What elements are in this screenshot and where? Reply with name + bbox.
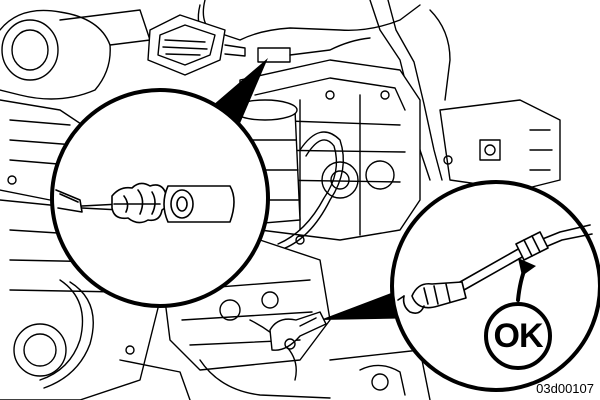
figure-code: 03d00107	[536, 381, 594, 396]
ok-badge	[484, 302, 552, 370]
arrow-icon	[516, 258, 536, 302]
magnifier-callout-left	[50, 58, 270, 308]
magnifier-callout-right	[320, 180, 600, 392]
ecm-module	[147, 14, 246, 76]
ok-text: OK	[493, 317, 544, 355]
